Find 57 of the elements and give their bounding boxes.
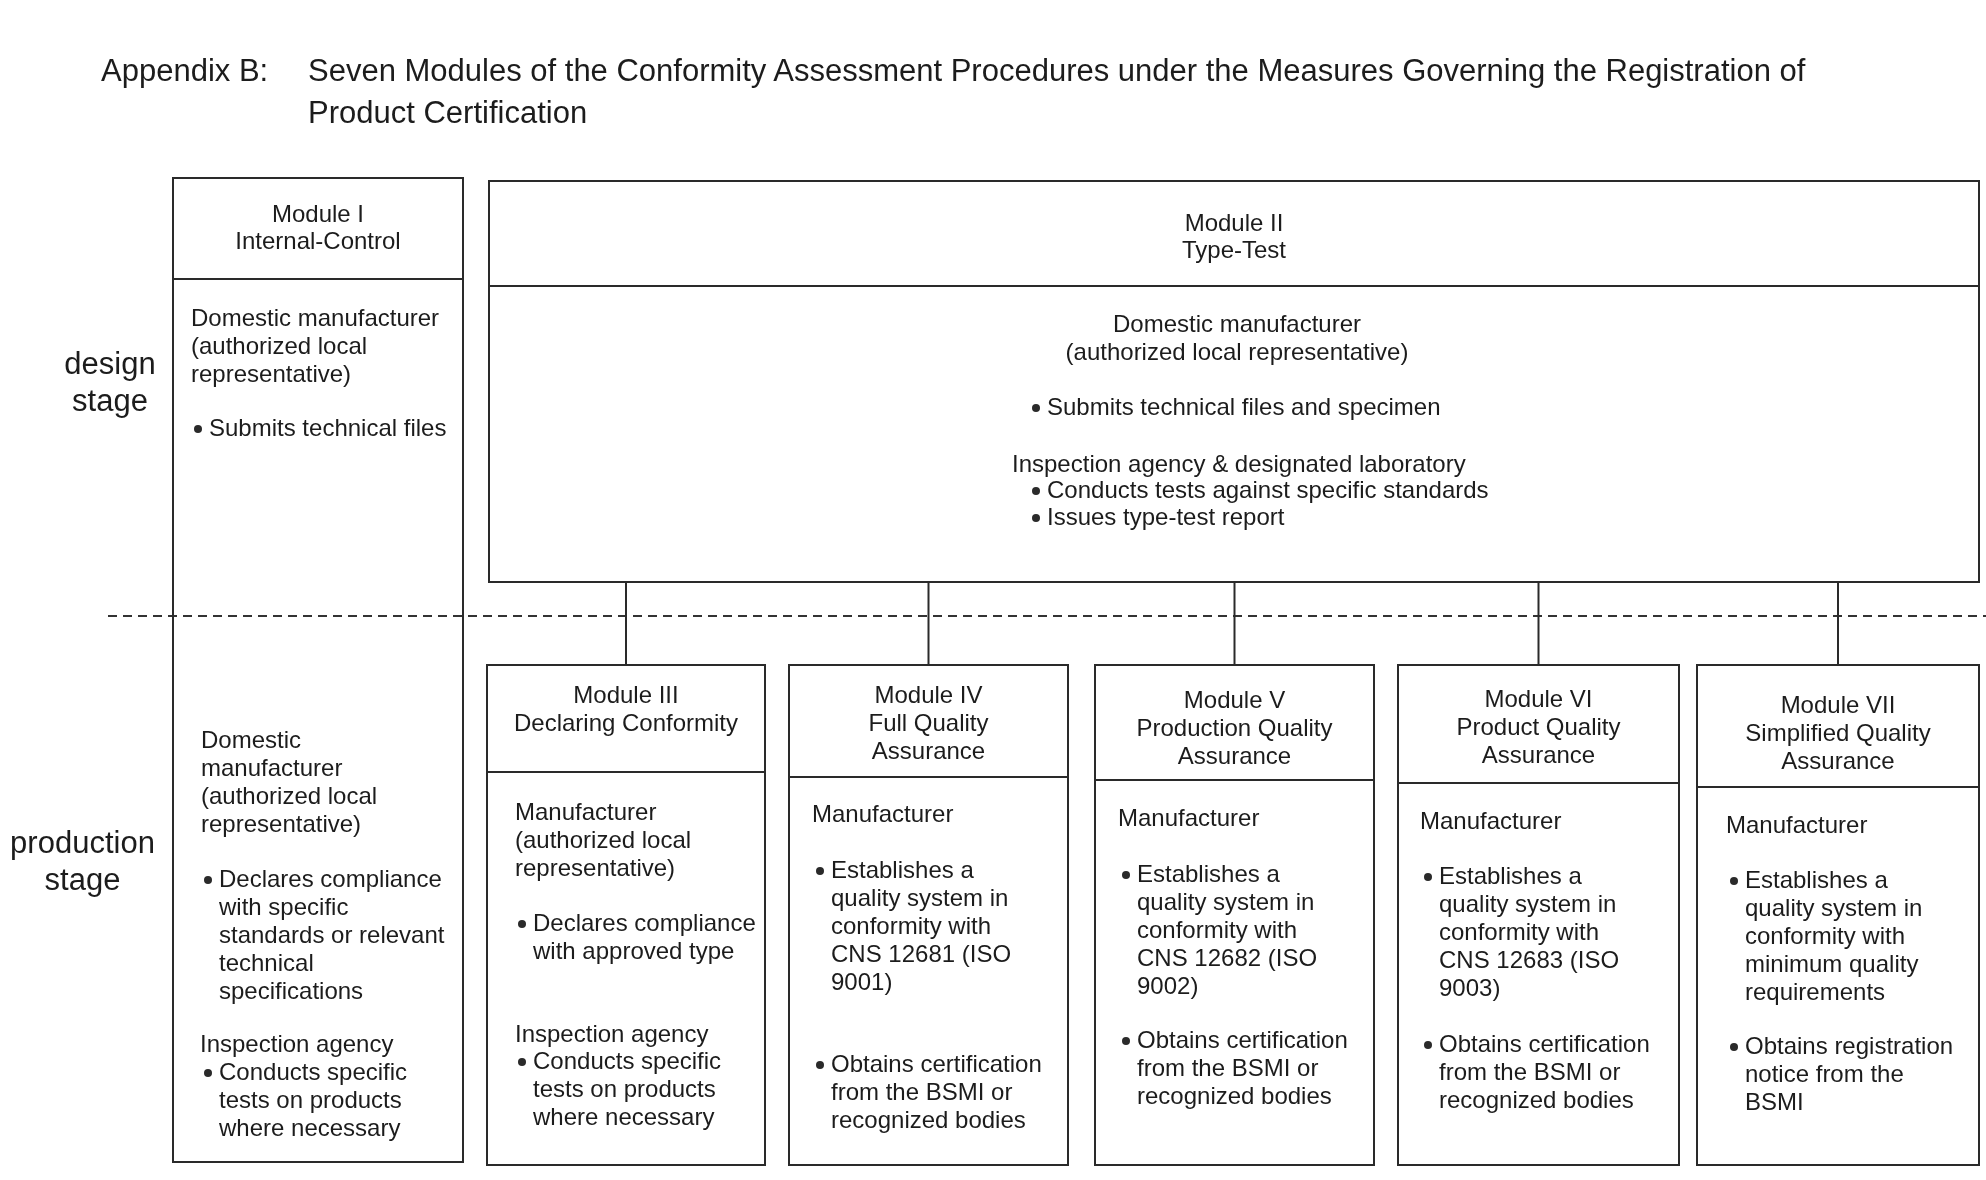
role-text: Manufacturer (authorized local representative) xyxy=(515,798,693,882)
module-box xyxy=(1696,664,1980,1166)
stage-label: design stage xyxy=(63,345,157,419)
role-text: Manufacturer xyxy=(1726,811,1869,839)
module-heading: Internal-Control xyxy=(234,227,402,255)
module-heading: Module II xyxy=(1184,209,1284,237)
connector-line xyxy=(625,582,627,665)
module-box xyxy=(488,180,1980,583)
module-box xyxy=(486,664,766,1166)
module-heading: Product Quality Assurance xyxy=(1455,713,1622,769)
module-heading: Module V xyxy=(1183,686,1286,714)
bullet-text: Conducts specific tests on products where necessary xyxy=(219,1058,409,1142)
module-heading: Module III xyxy=(572,681,680,709)
bullet-text: Establishes a quality system in conformity with minimum quality requirements xyxy=(1745,866,1924,1006)
role-text: Manufacturer xyxy=(1420,807,1563,835)
module-heading: Module VII xyxy=(1780,691,1896,719)
bullet-text: Establishes a quality system in conformity with CNS 12682 (ISO 9002) xyxy=(1137,860,1319,1000)
role-text: Inspection agency & designated laboratory xyxy=(1012,450,1467,478)
module-heading: Declaring Conformity xyxy=(513,709,739,737)
module-box xyxy=(788,664,1069,1166)
role-text: Manufacturer xyxy=(812,800,955,828)
module-heading: Simplified Quality Assurance xyxy=(1744,719,1932,775)
bullet-text: Submits technical files and specimen xyxy=(1047,393,1442,421)
diagram-title: Seven Modules of the Conformity Assessment Procedures under the Measures Governing the Registration of Product Certification xyxy=(308,52,1807,132)
module-heading: Type-Test xyxy=(1181,236,1287,264)
connector-line xyxy=(1837,582,1839,665)
bullet-text: Establishes a quality system in conformity with CNS 12681 (ISO 9001) xyxy=(831,856,1013,996)
module-box xyxy=(172,177,464,1163)
bullet-text: Conducts tests against specific standards xyxy=(1047,476,1490,504)
role-text: Domestic manufacturer (authorized local representative) xyxy=(191,304,441,388)
module-heading: Module I xyxy=(271,200,365,228)
bullet-text: Obtains certification from the BSMI or recognized bodies xyxy=(1137,1026,1349,1110)
role-text: Inspection agency xyxy=(200,1030,395,1058)
role-text: Inspection agency xyxy=(515,1020,710,1048)
module-heading: Module IV xyxy=(873,681,984,709)
module-box xyxy=(1094,664,1375,1166)
bullet-text: Declares compliance with approved type xyxy=(533,909,757,965)
connector-line xyxy=(1537,582,1540,665)
connector-line xyxy=(927,582,930,665)
bullet-text: Establishes a quality system in conformity with CNS 12683 (ISO 9003) xyxy=(1439,862,1621,1002)
role-text: Domestic manufacturer (authorized local representative) xyxy=(201,726,379,838)
bullet-text: Declares compliance with specific standards or relevant technical specifications xyxy=(219,865,446,1005)
role-text: Domestic manufacturer (authorized local representative) xyxy=(1065,310,1409,366)
bullet-text: Obtains certification from the BSMI or recognized bodies xyxy=(831,1050,1043,1134)
bullet-text: Conducts specific tests on products where necessary xyxy=(533,1047,723,1131)
bullet-text: Issues type-test report xyxy=(1047,503,1286,531)
bullet-text: Obtains certification from the BSMI or recognized bodies xyxy=(1439,1030,1651,1114)
role-text: Manufacturer xyxy=(1118,804,1261,832)
module-heading: Module VI xyxy=(1483,685,1594,713)
module-box xyxy=(1397,664,1680,1166)
bullet-text: Submits technical files xyxy=(209,414,448,442)
stage-label: production stage xyxy=(9,824,156,898)
module-heading: Production Quality Assurance xyxy=(1135,714,1334,770)
appendix-label: Appendix B: xyxy=(101,52,270,90)
bullet-text: Obtains registration notice from the BSMI xyxy=(1745,1032,1955,1116)
module-heading: Full Quality Assurance xyxy=(867,709,990,765)
connector-line xyxy=(1233,582,1236,665)
